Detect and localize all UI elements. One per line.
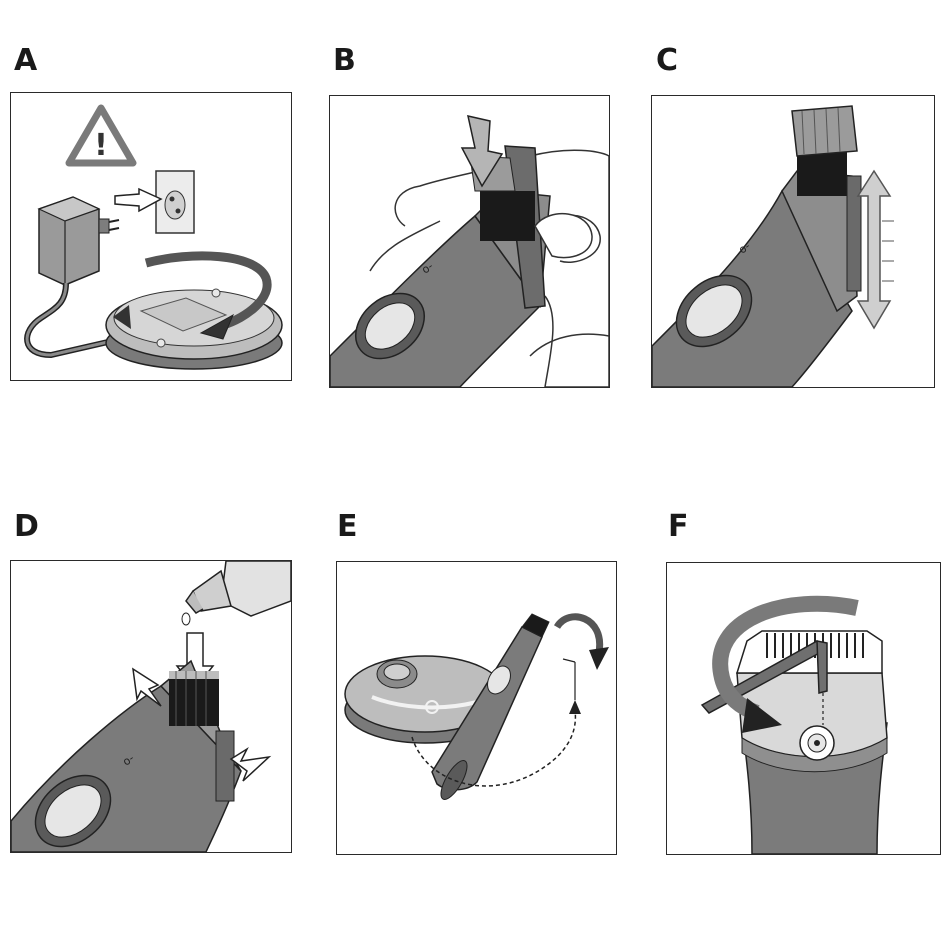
panel-a-label: A [14, 43, 38, 78]
panel-a-illustration: ! [24, 104, 283, 370]
panel-f-label: F [668, 509, 689, 544]
slide-up-down-arrow-icon [856, 169, 894, 330]
panel-b-label: B [333, 43, 356, 78]
screw-icon [799, 725, 835, 761]
dashed-path-arrow [411, 700, 581, 787]
panel-b-illustration: o- [330, 115, 609, 387]
panel-c-illustration: o- [652, 105, 894, 387]
rotate-arrow-icon [712, 595, 859, 733]
right-arrow-icon [229, 746, 272, 782]
thumb [534, 212, 593, 259]
panel-f [666, 562, 941, 855]
panel-d-label: D [14, 509, 39, 544]
rotate-arrow-icon [554, 613, 609, 670]
panel-e-label: E [337, 509, 358, 544]
insert-arrow-icon [114, 187, 163, 213]
left-arrow-icon [132, 667, 162, 707]
wall-socket-icon [155, 170, 195, 234]
panel-c-label: C [656, 43, 679, 78]
panel-e [336, 561, 617, 855]
panel-f-illustration [700, 595, 888, 854]
panel-a: ! [10, 92, 292, 381]
warning-exclamation: ! [94, 128, 108, 163]
panel-b: o- [329, 95, 610, 388]
oil-bottle-icon [181, 561, 291, 626]
clipper-head [735, 630, 888, 854]
power-adapter-icon [37, 196, 120, 286]
clipper-body [431, 613, 550, 800]
warning-triangle-icon [65, 104, 137, 167]
rotate-arrow-icon [113, 251, 272, 340]
panel-e-illustration [344, 613, 609, 800]
panel-d: o- [10, 560, 292, 853]
clipper-body: o- [652, 189, 853, 387]
push-down-arrow-icon [460, 115, 504, 188]
charging-stand-icon [105, 288, 283, 370]
panel-c: o- [651, 95, 935, 388]
comb-attachment [781, 105, 862, 313]
blade-head [169, 671, 219, 726]
panel-d-illustration: o- [11, 561, 291, 852]
